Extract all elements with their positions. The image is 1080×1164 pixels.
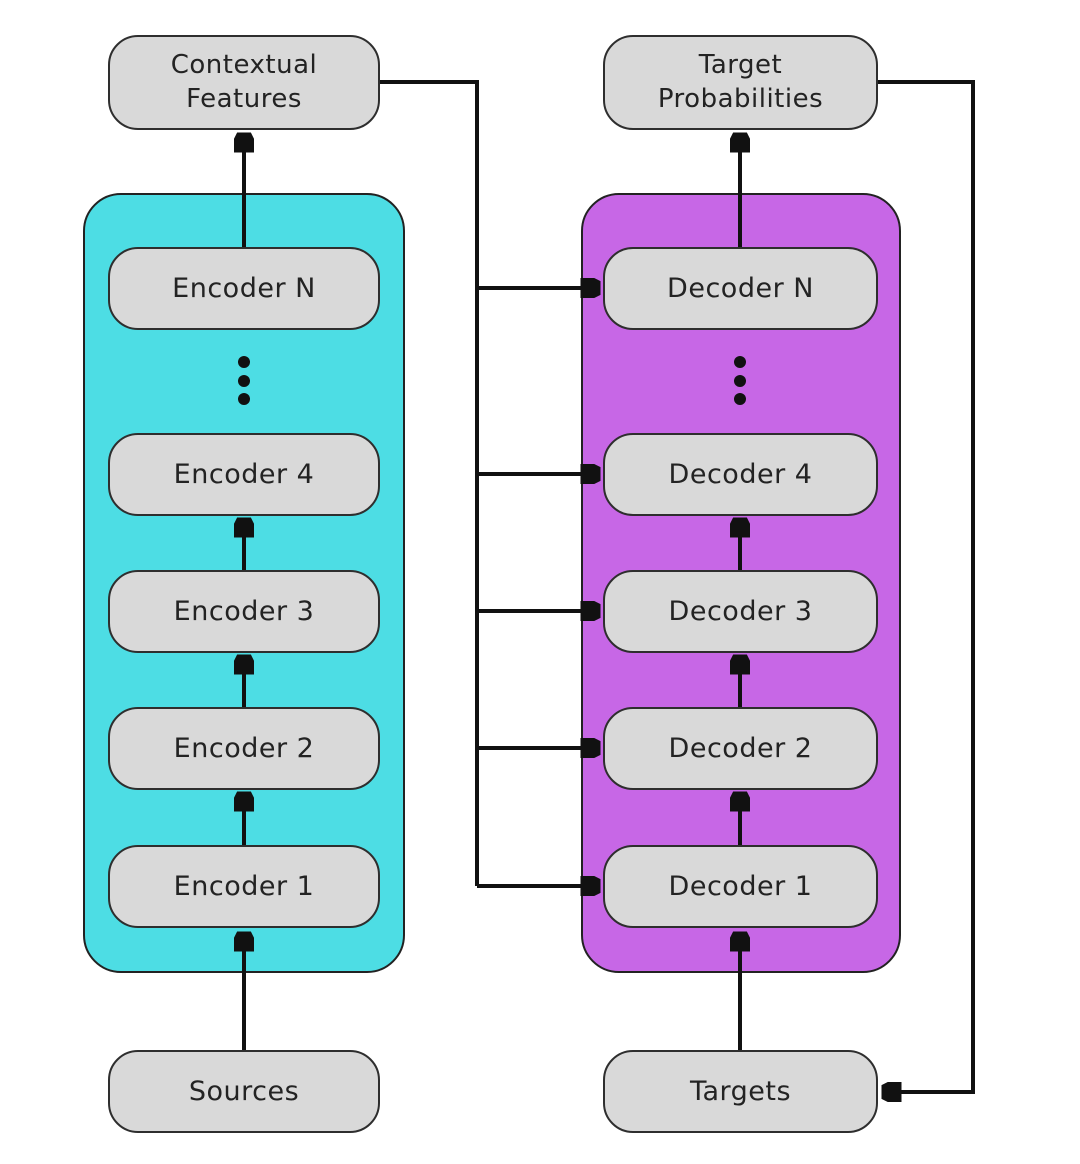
decoder-n-node: Decoder N [603, 247, 878, 330]
sources-node: Sources [108, 1050, 380, 1133]
contextual-features-node: Contextual Features [108, 35, 380, 130]
encoder-n-node: Encoder N [108, 247, 380, 330]
decoder-4-node: Decoder 4 [603, 433, 878, 516]
encoder-3-node: Encoder 3 [108, 570, 380, 653]
targets-node: Targets [603, 1050, 878, 1133]
target-probabilities-node: Target Probabilities [603, 35, 878, 130]
decoder-2-node: Decoder 2 [603, 707, 878, 790]
encoder-1-node: Encoder 1 [108, 845, 380, 928]
decoder-1-node: Decoder 1 [603, 845, 878, 928]
decoder-3-node: Decoder 3 [603, 570, 878, 653]
encoder-4-node: Encoder 4 [108, 433, 380, 516]
encoder-2-node: Encoder 2 [108, 707, 380, 790]
